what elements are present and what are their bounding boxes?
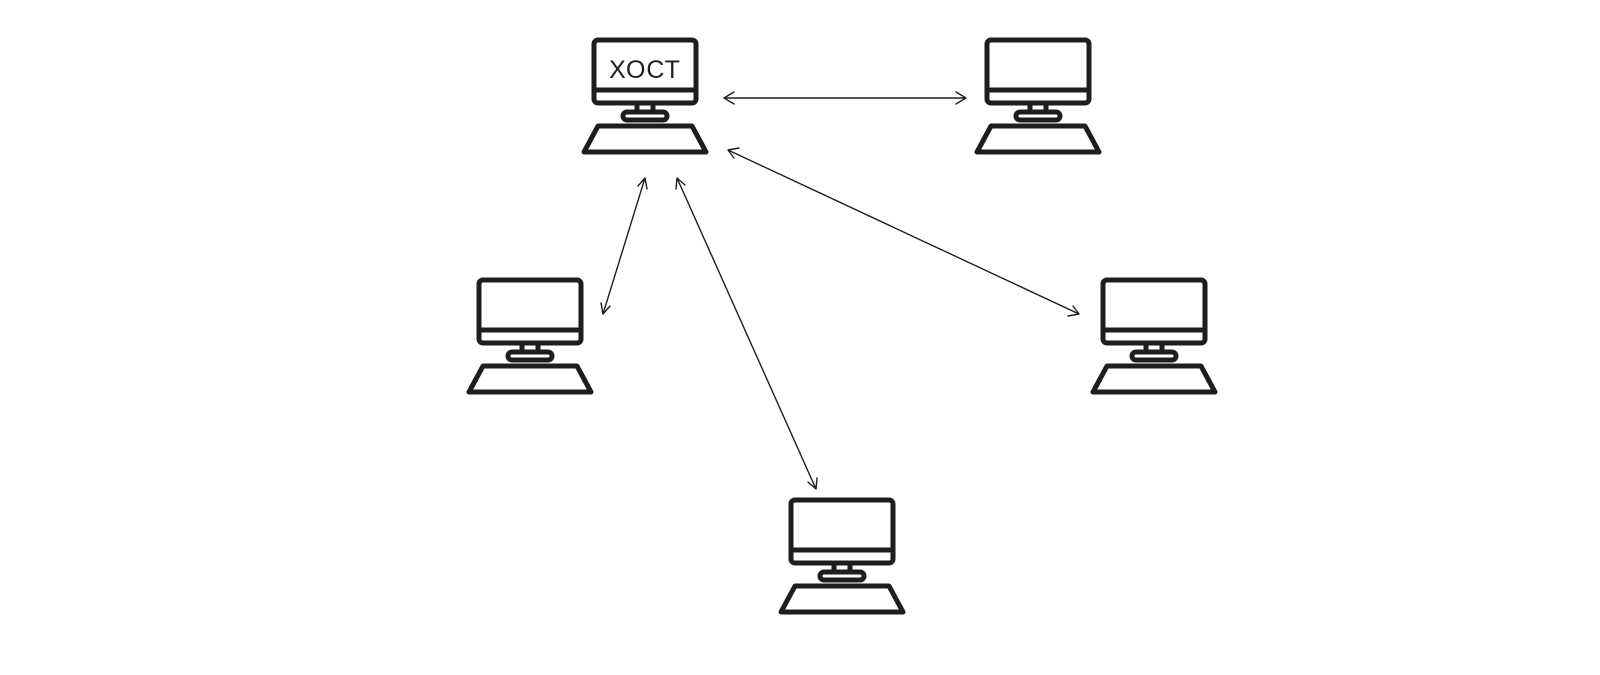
monitor-icon	[476, 277, 584, 363]
computer-right	[1090, 277, 1218, 395]
connections	[600, 91, 1080, 490]
connection-host-left	[600, 177, 648, 315]
monitor-icon	[984, 37, 1092, 123]
host-label: ХОСТ	[609, 56, 681, 84]
keyboard-icon	[1090, 363, 1218, 395]
monitor-icon	[591, 37, 699, 123]
keyboard-icon	[974, 123, 1102, 155]
keyboard-icon	[466, 363, 594, 395]
connection-host-bottom	[675, 177, 818, 490]
keyboard-icon	[581, 123, 709, 155]
monitor-icon	[1100, 277, 1208, 363]
computer-top-right	[974, 37, 1102, 155]
monitor-icon	[788, 497, 896, 583]
host-computer: ХОСТ	[581, 37, 709, 155]
connection-host-right	[727, 147, 1080, 317]
computer-bottom	[778, 497, 906, 615]
computer-left	[466, 277, 594, 395]
connection-host-top-right	[723, 91, 967, 105]
keyboard-icon	[778, 583, 906, 615]
